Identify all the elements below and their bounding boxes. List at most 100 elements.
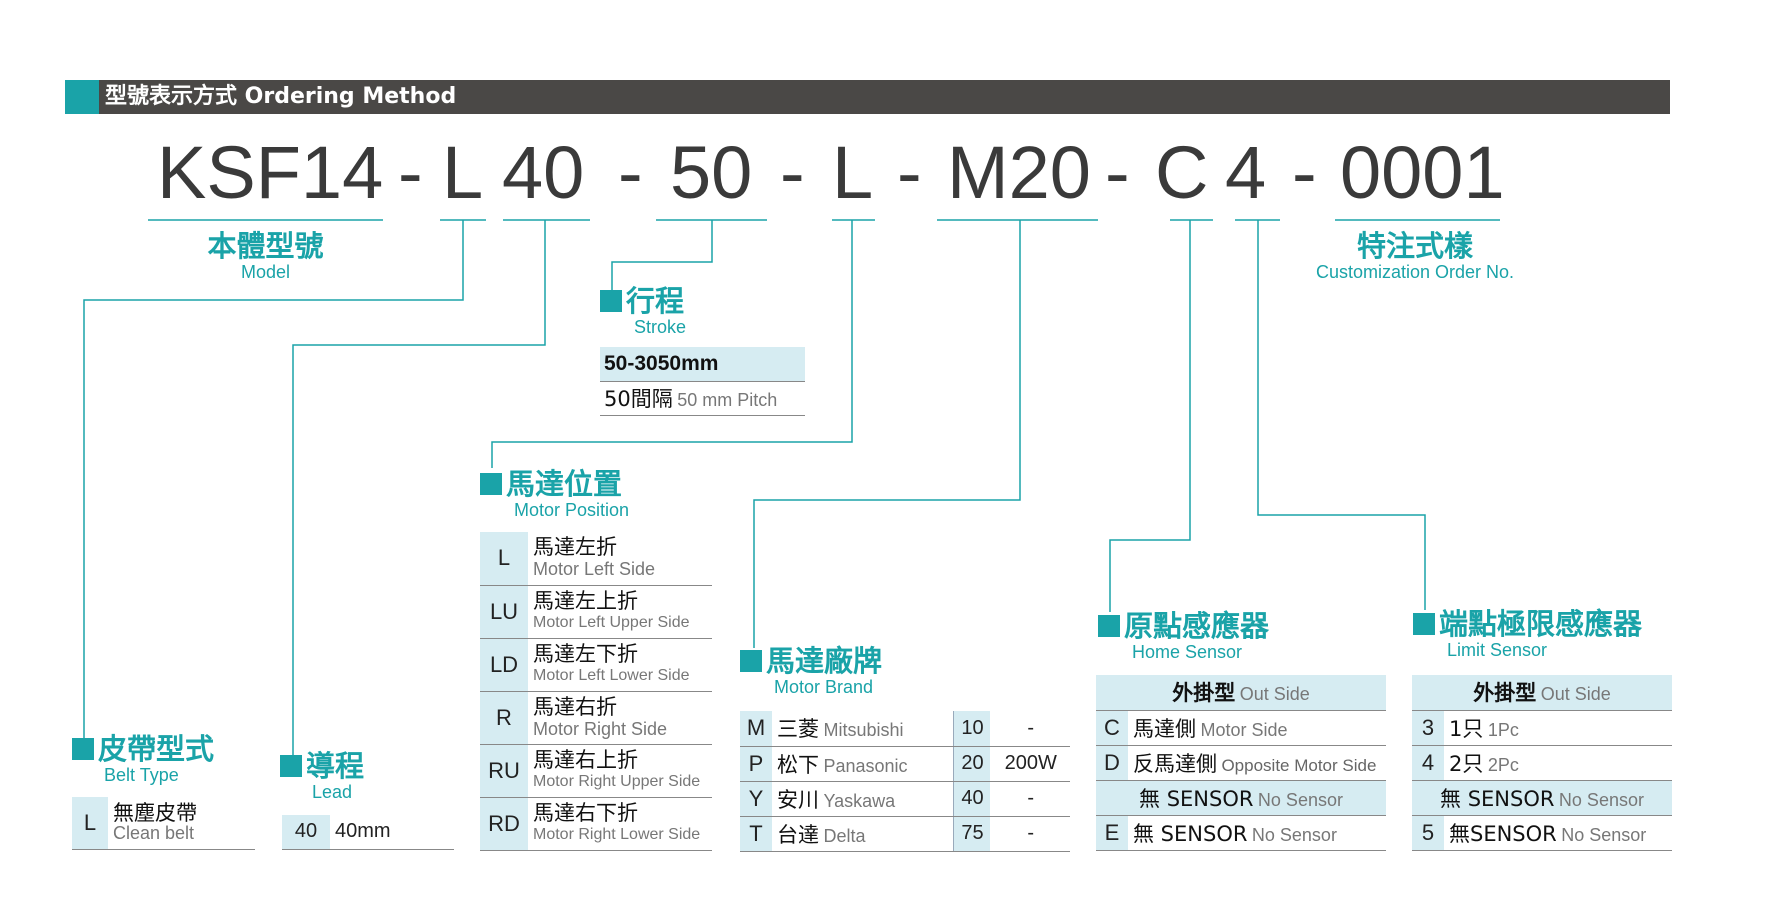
home-code-d: D [1096, 745, 1129, 781]
position-zh: 馬達左下折 [533, 641, 638, 666]
stroke-pitch-zh: 50間隔 [604, 387, 673, 411]
limit-table: 外掛型 Out Side 3 1只 1Pc 4 2只 2Pc 無 SENSOR … [1412, 675, 1672, 851]
code-stroke: 50 [670, 131, 753, 214]
limit-en-4: 2Pc [1487, 754, 1519, 775]
brand-subtitle: Motor Brand [774, 677, 874, 697]
position-code: R [480, 691, 529, 745]
limit-subtitle: Limit Sensor [1447, 640, 1548, 660]
home-group-row: 外掛型 Out Side [1096, 675, 1386, 711]
brand-label: 馬達廠牌 Motor Brand [740, 645, 882, 697]
belt-title: 皮帶型式 [98, 732, 215, 766]
brand-power: - [990, 781, 1070, 817]
belt-en: Clean belt [113, 822, 195, 843]
brand-power: - [990, 816, 1070, 852]
custom-title: 特注式樣 [1356, 229, 1473, 263]
home-square-icon [1098, 615, 1120, 637]
position-code: L [480, 532, 529, 586]
model-subtitle: Model [240, 262, 291, 282]
limit-label: 端點極限感應器 Limit Sensor [1413, 608, 1642, 660]
home-row-e: E 無 SENSOR No Sensor [1096, 815, 1386, 851]
brand-zh: 台達 [777, 822, 819, 847]
header-bar: 型號表示方式 Ordering Method [65, 80, 1670, 114]
limit-code-4: 4 [1412, 745, 1445, 781]
brand-power: 200W [990, 746, 1070, 782]
home-en-e: No Sensor [1251, 824, 1337, 845]
position-en: Motor Right Upper Side [533, 772, 701, 790]
model-label: 本體型號 Model [148, 230, 383, 282]
stroke-subtitle: Stroke [634, 317, 687, 337]
home-row-c: C 馬達側 Motor Side [1096, 710, 1386, 746]
position-en: Motor Right Side [533, 718, 668, 739]
brand-size: 75 [953, 816, 992, 852]
position-en: Motor Left Upper Side [533, 613, 690, 631]
limit-nosensor-row: 無 SENSOR No Sensor [1412, 780, 1672, 816]
stroke-table: 50-3050mm 50間隔 50 mm Pitch [600, 347, 805, 416]
brand-zh: 安川 [777, 787, 819, 812]
belt-zh: 無塵皮帶 [113, 800, 197, 825]
position-zh: 馬達左上折 [533, 588, 638, 613]
code-custom: 0001 [1340, 131, 1505, 214]
home-en-d: Opposite Motor Side [1221, 755, 1377, 775]
position-code: LU [480, 585, 529, 639]
stroke-pitch-row: 50間隔 50 mm Pitch [600, 381, 805, 416]
lead-title: 導程 [306, 749, 365, 783]
lead-label: 導程 Lead [280, 750, 364, 802]
brand-code: M [740, 711, 773, 747]
home-zh-e: 無 SENSOR [1133, 821, 1248, 846]
limit-zh-4: 2只 [1449, 751, 1484, 776]
brand-code: Y [740, 781, 773, 817]
brand-code: P [740, 746, 773, 782]
stroke-pitch-en: 50 mm Pitch [677, 390, 778, 410]
code-dash-4: - [897, 131, 922, 214]
home-group-en: Out Side [1239, 684, 1310, 705]
position-en: Motor Right Lower Side [533, 825, 701, 843]
position-zh: 馬達左折 [533, 535, 617, 560]
code-brand: M20 [947, 131, 1091, 214]
brand-en: Delta [823, 825, 866, 846]
home-nosensor-zh: 無 SENSOR [1139, 786, 1254, 811]
code-dash-2: - [618, 131, 643, 214]
brand-en: Yaskawa [823, 790, 896, 811]
position-en: Motor Left Lower Side [533, 666, 690, 684]
brand-zh: 三菱 [777, 717, 819, 742]
lead-value: 40mm [330, 815, 454, 850]
code-belt: L [442, 131, 484, 214]
stroke-square-icon [600, 290, 622, 312]
brand-en: Mitsubishi [823, 720, 904, 741]
brand-zh: 松下 [777, 752, 819, 777]
home-group-zh: 外掛型 [1172, 681, 1236, 706]
home-en-c: Motor Side [1200, 719, 1288, 740]
limit-code-3: 3 [1412, 710, 1445, 746]
home-nosensor-en: No Sensor [1257, 789, 1343, 810]
limit-en-3: 1Pc [1487, 719, 1519, 740]
home-row-d: D 反馬達側 Opposite Motor Side [1096, 745, 1386, 781]
limit-square-icon [1413, 613, 1435, 635]
brand-size: 20 [953, 746, 992, 782]
code-home: C [1155, 131, 1209, 214]
home-subtitle: Home Sensor [1132, 642, 1243, 662]
header-title: 型號表示方式 Ordering Method [105, 84, 457, 109]
position-zh: 馬達右上折 [533, 747, 638, 772]
position-code: RD [480, 797, 529, 851]
model-title: 本體型號 [207, 229, 324, 263]
limit-group-zh: 外掛型 [1473, 681, 1537, 706]
belt-subtitle: Belt Type [104, 765, 179, 785]
limit-group-en: Out Side [1540, 684, 1611, 705]
belt-label: 皮帶型式 Belt Type [72, 733, 214, 785]
limit-en-5: No Sensor [1561, 824, 1647, 845]
home-code-e: E [1096, 815, 1129, 851]
stroke-range: 50-3050mm [600, 347, 805, 382]
code-dash-1: - [398, 131, 423, 214]
belt-code: L [72, 797, 109, 850]
